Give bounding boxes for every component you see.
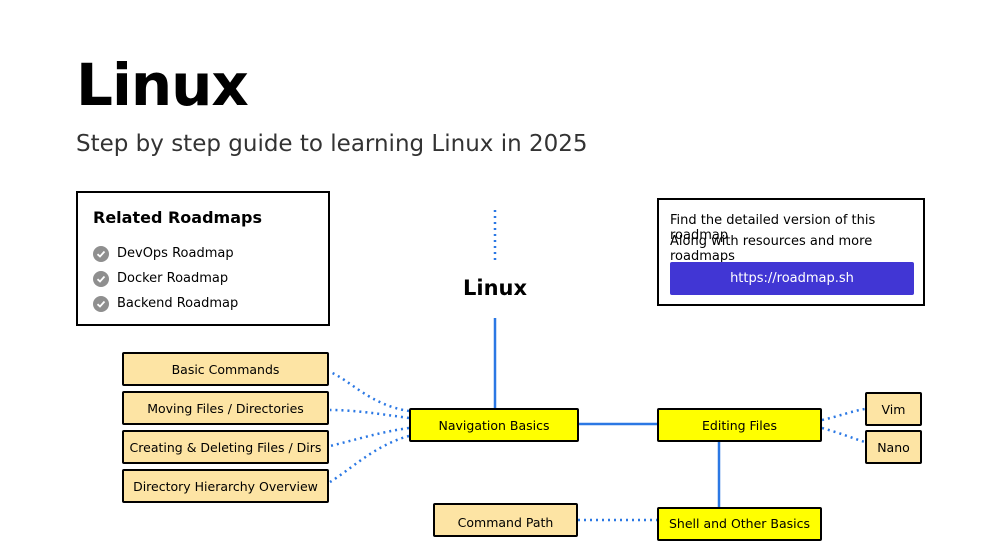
check-circle-icon (93, 270, 109, 287)
related-roadmaps-heading: Related Roadmaps (93, 208, 262, 227)
nav-to-basic-commands-link (329, 370, 410, 413)
roadmap-info-card: Find the detailed version of this roadma… (657, 198, 925, 306)
subtopic-basic-commands[interactable]: Basic Commands (122, 352, 329, 386)
subtopic-command-path[interactable]: Command Path (433, 503, 578, 537)
related-roadmaps-card: Related Roadmaps DevOps Roadmap Docker R… (76, 191, 330, 326)
subtopic-vim[interactable]: Vim (865, 392, 922, 426)
related-roadmaps-list: DevOps Roadmap Docker Roadmap Backend Ro… (93, 241, 238, 316)
topic-editing-files[interactable]: Editing Files (657, 408, 822, 442)
topic-navigation-basics[interactable]: Navigation Basics (409, 408, 579, 442)
subtopic-moving-files[interactable]: Moving Files / Directories (122, 391, 329, 425)
related-roadmap-backend[interactable]: Backend Roadmap (93, 291, 238, 316)
subtopic-nano[interactable]: Nano (865, 430, 922, 464)
related-roadmap-devops[interactable]: DevOps Roadmap (93, 241, 238, 266)
info-line-1: Find the detailed version of this roadma… (670, 213, 876, 243)
page-title: Linux (76, 51, 249, 119)
subtopic-directory-hierarchy[interactable]: Directory Hierarchy Overview (122, 469, 329, 503)
nav-to-directory-hierarchy-link (329, 434, 410, 484)
nav-to-moving-files-link (329, 408, 410, 420)
related-roadmap-label: Backend Roadmap (117, 296, 239, 311)
page-subtitle: Step by step guide to learning Linux in … (76, 131, 588, 157)
subtopic-creating-deleting-files[interactable]: Creating & Deleting Files / Dirs (122, 430, 329, 464)
check-circle-icon (93, 245, 109, 262)
editing-to-nano-link (821, 426, 866, 444)
check-circle-icon (93, 295, 109, 312)
related-roadmap-label: DevOps Roadmap (117, 246, 234, 261)
topic-shell-basics[interactable]: Shell and Other Basics (657, 507, 822, 541)
roadmap-root-label: Linux (462, 276, 528, 300)
related-roadmap-docker[interactable]: Docker Roadmap (93, 266, 238, 291)
connector-lines (329, 210, 866, 522)
roadmap-site-button[interactable]: https://roadmap.sh (670, 262, 914, 295)
editing-to-vim-link (821, 407, 866, 422)
nav-to-creating-files-link (329, 426, 410, 448)
related-roadmap-label: Docker Roadmap (117, 271, 229, 286)
info-line-2: Along with resources and more roadmaps (670, 234, 873, 264)
